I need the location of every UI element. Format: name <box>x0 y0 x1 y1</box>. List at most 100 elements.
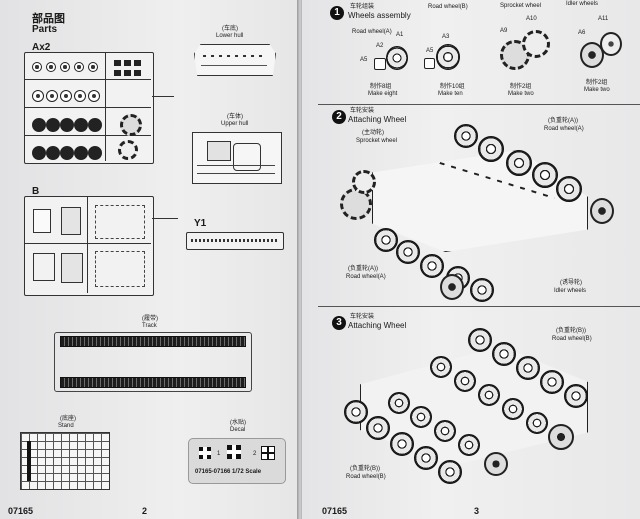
road-wheel-b-exploded <box>436 44 460 70</box>
make-two-cn: 制作2组 <box>510 84 532 90</box>
parts-title-en: Parts <box>32 24 58 35</box>
stand-label: Stand <box>58 423 74 429</box>
idler-wheel-step-2 <box>590 198 614 224</box>
road-wheel-a-top-label: Road wheel(A) <box>544 126 584 132</box>
sprue-a-small-part <box>114 70 121 76</box>
upper-hull-label: Upper hull <box>221 121 249 127</box>
idler-wheel-step-3 <box>548 424 574 450</box>
road-wheel-b <box>540 370 564 394</box>
step-1-title: Wheels assembly <box>348 11 411 20</box>
sprue-a-wheel-part <box>74 146 88 160</box>
road-wheel-b <box>564 384 588 408</box>
road-a-top-cn: (负重轮(A)) <box>548 118 578 124</box>
decal-number-2: 2 <box>253 451 257 457</box>
part-label-a11: A11 <box>598 16 609 22</box>
road-wheel-a <box>532 162 558 188</box>
lower-hull-drawing <box>194 44 276 76</box>
road-wheel-a <box>478 136 504 162</box>
sprue-a-wheel-part <box>46 62 56 72</box>
road-wheel-b <box>468 328 492 352</box>
page-number-right: 3 <box>474 506 480 516</box>
sprue-a-wheel-part <box>88 146 102 160</box>
sprue-y1 <box>186 232 284 250</box>
sprue-a-wheel-part <box>32 146 46 160</box>
road-b-bottom-cn: (负重轮(B)) <box>350 466 380 472</box>
balkenkreuz-icon <box>227 445 241 459</box>
part-label-a5: A5 <box>360 57 368 63</box>
stand-cn: (底座) <box>60 416 76 422</box>
step-2-title-cn: 车轮安装 <box>350 108 375 114</box>
decal-label: Decal <box>230 427 246 433</box>
sprue-a-label: Ax2 <box>32 42 51 53</box>
sprue-a-wheel-part <box>60 90 72 102</box>
track-sprue <box>54 332 252 392</box>
balkenkreuz-icon <box>261 446 275 460</box>
sprue-a-wheel-part <box>60 146 74 160</box>
part-label-a3: A3 <box>442 34 450 40</box>
make-two-label: Make two <box>508 91 534 97</box>
upper-hull-drawing <box>192 132 282 184</box>
sprue-a-wheel-part <box>32 118 46 132</box>
road-wheel-a-exploded <box>386 46 408 70</box>
road-wheel-a-label: Road wheel(A) <box>352 29 392 35</box>
step-3-title-cn: 车轮安装 <box>350 314 375 320</box>
part-label-a1: A1 <box>396 32 404 38</box>
lower-hull-cn: (车底) <box>222 26 238 32</box>
sprue-a-wheel-part <box>32 90 44 102</box>
wheel-hub-part <box>424 58 435 69</box>
step-1-number: 1 <box>330 6 344 20</box>
sprue-a-sprocket-part <box>120 114 142 136</box>
sprue-a-wheel-part <box>60 62 70 72</box>
step-3-number: 3 <box>332 316 346 330</box>
step-separator <box>318 104 640 105</box>
sprue-a-wheel-part <box>88 118 102 132</box>
balkenkreuz-icon <box>199 447 211 459</box>
idler-wheel-half <box>600 32 622 56</box>
sprue-a-runner <box>152 96 174 97</box>
sprue-a-small-part <box>124 60 131 66</box>
part-label-a9: A9 <box>500 28 508 34</box>
step-3-title: Attaching Wheel <box>348 321 407 330</box>
part-label-a6: A6 <box>578 30 586 36</box>
sprue-a-small-part <box>134 60 141 66</box>
step-1-title-cn: 车轮组装 <box>350 4 375 10</box>
road-wheel-a <box>374 228 398 252</box>
make-two-b-cn: 制作2组 <box>586 80 608 86</box>
road-wheel-a <box>470 278 494 302</box>
upper-hull-cn: (车体) <box>227 114 243 120</box>
make-ten-label: Make ten <box>438 91 463 97</box>
road-wheel-b <box>388 392 410 414</box>
sprue-a-wheel-part <box>46 118 60 132</box>
road-wheel-b-label: Road wheel(B) <box>428 4 468 10</box>
sprue-a-wheel-part <box>74 118 88 132</box>
sprue-a-wheel-part <box>32 62 42 72</box>
sprue-a-small-part <box>134 70 141 76</box>
step-separator <box>318 306 640 307</box>
decal-caption: 07165-07166 1/72 Scale <box>195 469 262 475</box>
sprue-b-runner <box>152 218 178 219</box>
road-wheel-a <box>454 124 478 148</box>
track-link-upper <box>60 336 246 347</box>
road-wheel-b <box>430 356 452 378</box>
track-link-lower <box>60 377 246 388</box>
idler-wheel-step-2 <box>440 274 464 300</box>
book-spine <box>297 0 303 519</box>
road-b-top-cn: (负重轮(B)) <box>556 328 586 334</box>
road-wheel-b <box>414 446 438 470</box>
sprue-a-wheel-part <box>88 90 100 102</box>
road-wheel-b <box>502 398 524 420</box>
road-wheel-b <box>454 370 476 392</box>
idler-cn: (诱导轮) <box>560 280 582 286</box>
decal-number-1: 1 <box>217 451 221 457</box>
sprue-a-small-part <box>124 70 131 76</box>
decal-cn: (水贴) <box>230 420 246 426</box>
sprocket-cn: (主动轮) <box>362 130 384 136</box>
sprocket-wheel-step-2 <box>352 170 376 194</box>
road-wheel-a <box>420 254 444 278</box>
road-wheel-a-bottom-label: Road wheel(A) <box>346 274 386 280</box>
stand-grid <box>20 432 110 490</box>
road-wheel-b <box>526 412 548 434</box>
track-label: Track <box>142 323 157 329</box>
road-wheel-b-top-label: Road wheel(B) <box>552 336 592 342</box>
road-wheel-b <box>366 416 390 440</box>
